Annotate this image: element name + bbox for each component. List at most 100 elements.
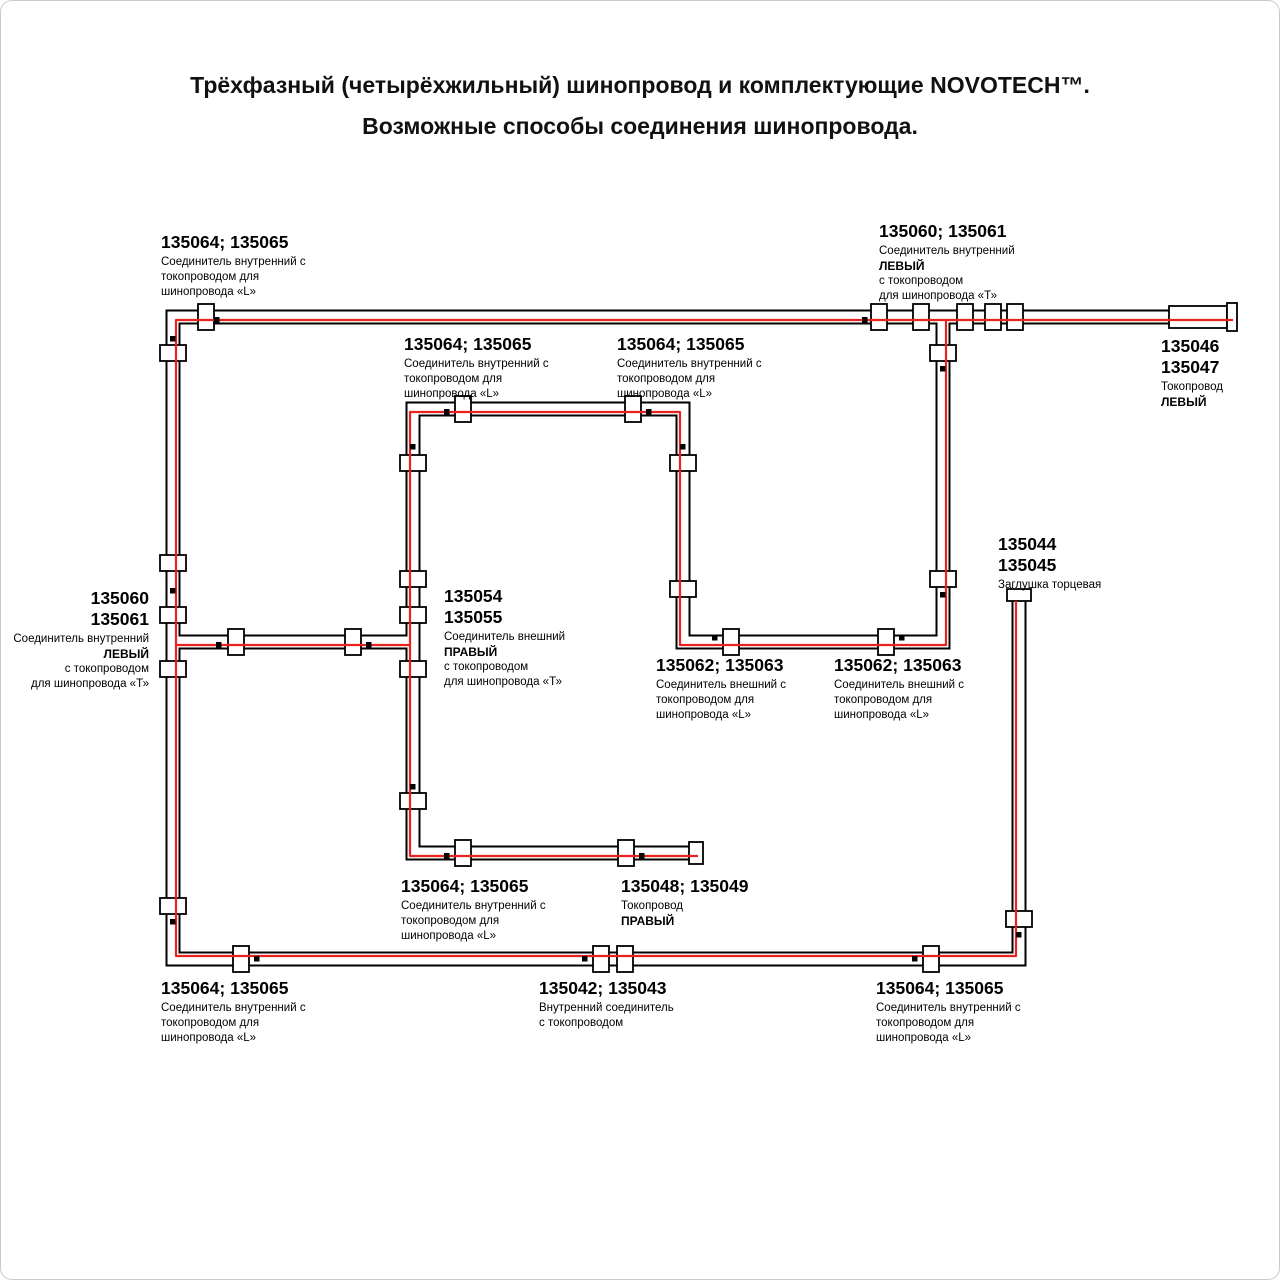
- connector-box: [669, 580, 697, 598]
- label-straight-bottom: 135042; 135043 Внутренний соединитель с …: [539, 978, 674, 1029]
- junction-dots: [170, 317, 1022, 962]
- connector-box: [159, 660, 187, 678]
- feed-track-left-end: [1226, 302, 1238, 332]
- junction-dot: [444, 409, 450, 415]
- connector-box: [929, 344, 957, 362]
- connector-box: [912, 303, 930, 331]
- label-outer-corner-a: 135062; 135063 Соединитель внешний с ток…: [656, 655, 787, 721]
- label-corner-upper-mid-right: 135064; 135065 Соединитель внутренний с …: [617, 334, 762, 400]
- junction-dot: [639, 853, 645, 859]
- title-line-1: Трёхфазный (четырёхжильный) шинопровод и…: [190, 72, 1090, 98]
- part-code: 135045: [998, 555, 1057, 575]
- part-code: 135060: [90, 588, 149, 608]
- label-corner-bottom-left: 135064; 135065 Соединитель внутренний с …: [161, 978, 306, 1044]
- connector-box: [159, 897, 187, 915]
- junction-dot: [680, 444, 686, 450]
- connector-box: [1005, 910, 1033, 928]
- conductor-path: [408, 320, 948, 858]
- part-code: 135044: [998, 534, 1057, 554]
- label-corner-bottom-right: 135064; 135065 Соединитель внутренний с …: [876, 978, 1021, 1044]
- junction-dot: [712, 635, 718, 641]
- part-code: 135046: [1161, 336, 1220, 356]
- connector-box: [722, 628, 740, 656]
- junction-dot: [940, 366, 946, 372]
- junction-dot: [940, 592, 946, 598]
- title-line-2: Возможные способы соединения шинопровода…: [362, 113, 918, 139]
- connector-boxes: [159, 303, 1033, 973]
- connector-box: [399, 606, 427, 624]
- conductor-path: [174, 318, 1233, 958]
- part-code: 135064; 135065: [161, 978, 289, 998]
- label-tee-top: 135060; 135061 Соединитель внутренний ЛЕ…: [879, 221, 1015, 302]
- part-code: 135048; 135049: [621, 876, 749, 896]
- label-tee-center: 135054 135055 Соединитель внешний ПРАВЫЙ…: [444, 586, 566, 688]
- part-code: 135055: [444, 607, 503, 627]
- connector-box: [922, 945, 940, 973]
- connector-box: [454, 839, 472, 867]
- connector-box: [399, 454, 427, 472]
- connector-box: [159, 606, 187, 624]
- junction-dot: [254, 956, 260, 962]
- feed-track-right-piece: [688, 841, 704, 865]
- part-code: 135047: [1161, 357, 1220, 377]
- part-code: 135064; 135065: [404, 334, 532, 354]
- junction-dot: [410, 784, 416, 790]
- connector-box: [624, 395, 642, 423]
- connector-box: [956, 303, 974, 331]
- junction-dot: [366, 642, 372, 648]
- part-code: 135054: [444, 586, 503, 606]
- connector-box: [227, 628, 245, 656]
- connector-box: [616, 945, 634, 973]
- junction-dot: [410, 444, 416, 450]
- connector-box: [984, 303, 1002, 331]
- connector-box: [870, 303, 888, 331]
- page-title: Трёхфазный (четырёхжильный) шинопровод и…: [1, 65, 1279, 147]
- label-corner-upper-mid-left: 135064; 135065 Соединитель внутренний с …: [404, 334, 549, 400]
- end-cap-piece: [1006, 588, 1032, 602]
- junction-dot: [582, 956, 588, 962]
- label-end-cap: 135044 135045 Заглушка торцевая: [998, 534, 1102, 591]
- track-inner: [167, 311, 1233, 965]
- junction-dot: [216, 642, 222, 648]
- connector-box: [929, 570, 957, 588]
- connector-box: [592, 945, 610, 973]
- part-code: 135060; 135061: [879, 221, 1007, 241]
- part-code: 135062; 135063: [656, 655, 784, 675]
- junction-dot: [170, 919, 176, 925]
- junction-dot: [862, 317, 868, 323]
- junction-dot: [899, 635, 905, 641]
- connector-box: [617, 839, 635, 867]
- connector-box: [454, 395, 472, 423]
- label-corner-top-left: 135064; 135065 Соединитель внутренний с …: [161, 232, 306, 298]
- junction-dot: [444, 853, 450, 859]
- connector-box: [399, 570, 427, 588]
- label-feed-right: 135048; 135049 Токопровод ПРАВЫЙ: [621, 876, 749, 928]
- connector-box: [399, 660, 427, 678]
- connector-box: [232, 945, 250, 973]
- label-corner-bottom-mid: 135064; 135065 Соединитель внутренний с …: [401, 876, 546, 942]
- part-code: 135042; 135043: [539, 978, 667, 998]
- part-code: 135064; 135065: [876, 978, 1004, 998]
- connector-box: [399, 792, 427, 810]
- connector-box: [197, 303, 215, 331]
- junction-dot: [646, 409, 652, 415]
- part-code: 135061: [90, 609, 149, 629]
- connector-box: [1006, 303, 1024, 331]
- connector-box: [159, 554, 187, 572]
- part-code: 135064; 135065: [617, 334, 745, 354]
- label-tee-left: 135060 135061 Соединитель внутренний ЛЕВ…: [9, 588, 149, 692]
- junction-dot: [170, 336, 176, 342]
- junction-dot: [912, 956, 918, 962]
- connector-box: [159, 344, 187, 362]
- connector-box: [669, 454, 697, 472]
- feed-track-left-piece: [1168, 305, 1228, 329]
- label-outer-corner-b: 135062; 135063 Соединитель внешний с ток…: [834, 655, 965, 721]
- junction-dot: [170, 588, 176, 594]
- label-feed-left: 135046 135047 Токопровод ЛЕВЫЙ: [1161, 336, 1223, 409]
- connector-box: [344, 628, 362, 656]
- part-code: 135064; 135065: [401, 876, 529, 896]
- junction-dot: [1016, 932, 1022, 938]
- part-code: 135062; 135063: [834, 655, 962, 675]
